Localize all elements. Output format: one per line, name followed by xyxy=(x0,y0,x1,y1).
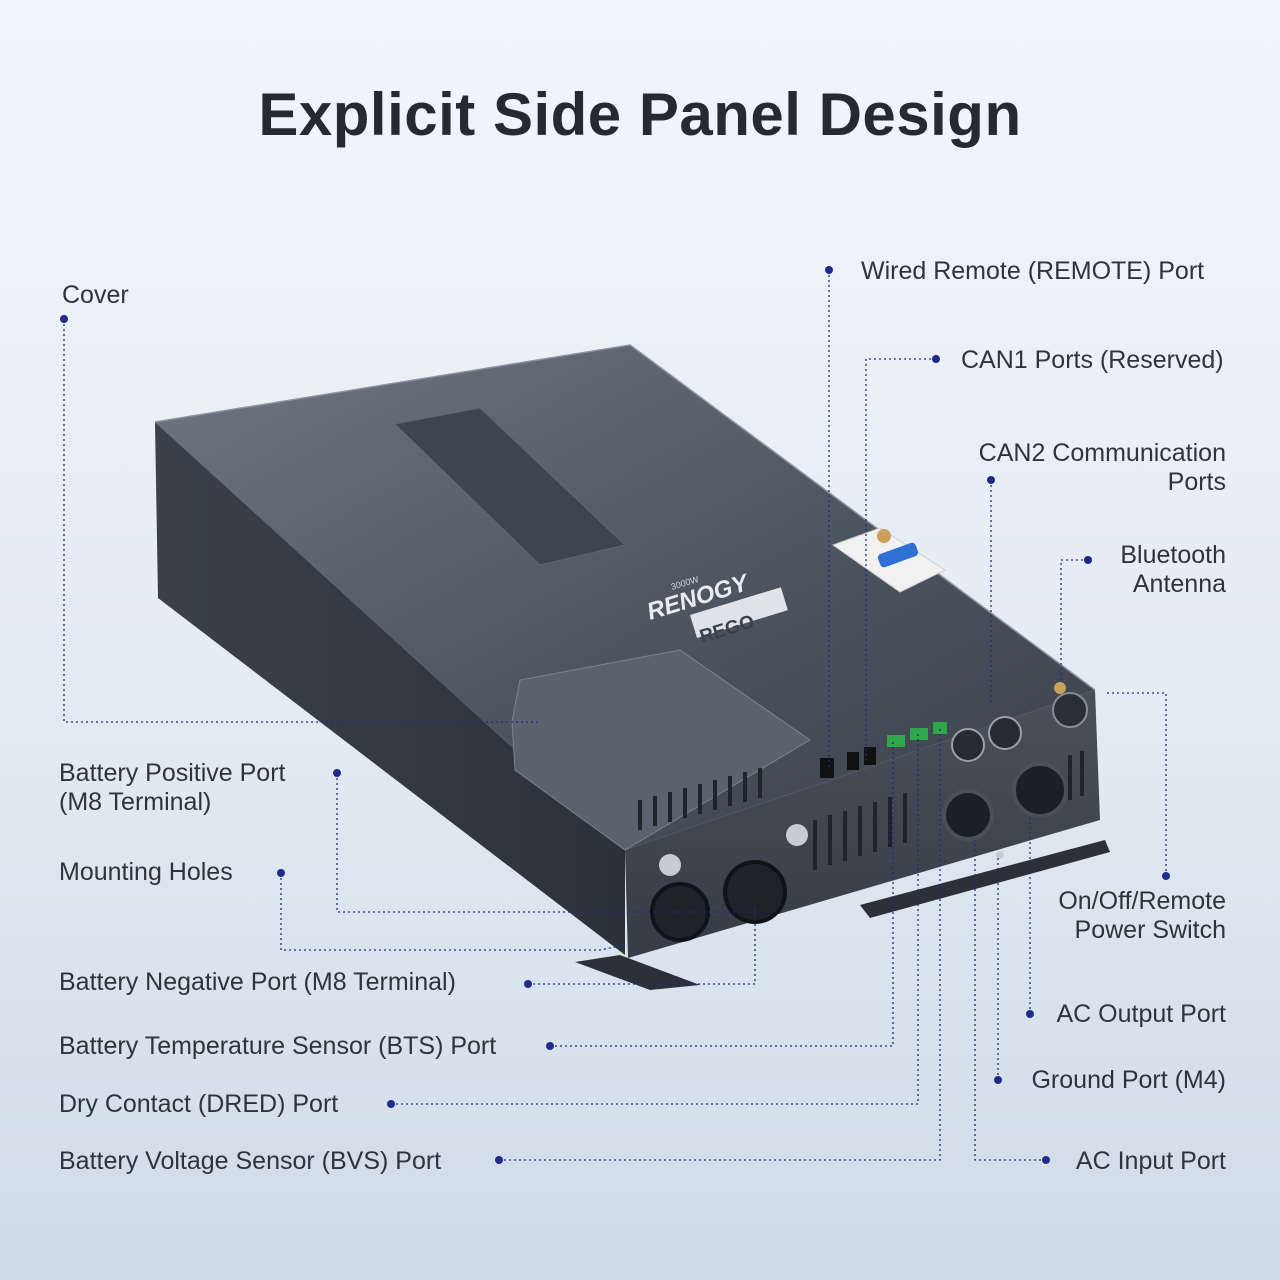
label-switch-1: On/Off/Remote xyxy=(1058,887,1226,915)
label-can2-1: CAN2 Communication xyxy=(978,439,1226,467)
power-switch-icon xyxy=(1052,692,1088,728)
vent-grille-right xyxy=(813,751,1084,870)
label-mounting: Mounting Holes xyxy=(59,858,233,886)
bluetooth-antenna-icon xyxy=(1054,682,1066,694)
leader-cover xyxy=(63,319,540,723)
terminal-bolt-pos-icon xyxy=(786,824,808,846)
leader-mounting xyxy=(280,873,626,951)
leader-bvs xyxy=(499,727,941,1161)
leader-switch xyxy=(1105,692,1167,876)
model-plate xyxy=(690,587,788,638)
can1-jack-a-icon xyxy=(847,752,859,770)
battery-positive-port-icon xyxy=(723,860,787,924)
leader-dred xyxy=(391,733,919,1105)
label-ground: Ground Port (M4) xyxy=(1031,1066,1226,1094)
info-panel xyxy=(393,407,627,566)
vent-grille-left xyxy=(638,768,762,830)
antenna-clip xyxy=(877,542,919,568)
top-surface xyxy=(155,345,1095,850)
bts-terminal-icon xyxy=(887,735,905,747)
callout-leaders xyxy=(63,270,1167,1161)
label-bat-neg: Battery Negative Port (M8 Terminal) xyxy=(59,968,456,996)
leader-ac-input xyxy=(974,840,1046,1161)
label-dred: Dry Contact (DRED) Port xyxy=(59,1090,339,1118)
leader-bluetooth xyxy=(1060,559,1088,680)
bvs-terminal-icon xyxy=(933,722,947,734)
leader-bat-pos xyxy=(336,773,756,913)
label-bat-pos-2: (M8 Terminal) xyxy=(59,788,212,816)
label-can2-2: Ports xyxy=(1167,468,1226,496)
label-bluetooth-2: Antenna xyxy=(1132,570,1226,598)
label-switch-2: Power Switch xyxy=(1074,916,1226,944)
callout-dots xyxy=(60,266,1170,1164)
ac-input-port-icon xyxy=(942,789,994,841)
dred-terminal-icon xyxy=(910,728,928,740)
mounting-foot-left xyxy=(575,955,700,990)
left-side xyxy=(155,422,625,955)
can2-port-b-icon xyxy=(988,716,1022,750)
label-bts: Battery Temperature Sensor (BTS) Port xyxy=(59,1032,497,1060)
cover-plate xyxy=(511,649,811,851)
inverter-body: RENOGY REGO 3000W xyxy=(154,344,1110,990)
ac-output-port-icon xyxy=(1012,762,1068,818)
label-remote: Wired Remote (REMOTE) Port xyxy=(861,257,1205,285)
can2-port-a-icon xyxy=(951,728,985,762)
mounting-foot-right xyxy=(860,840,1110,918)
page-title: Explicit Side Panel Design xyxy=(258,81,1022,148)
label-bluetooth-1: Bluetooth xyxy=(1120,541,1226,569)
label-ac-output: AC Output Port xyxy=(1056,1000,1226,1028)
label-can1: CAN1 Ports (Reserved) xyxy=(961,346,1224,374)
leader-bts xyxy=(550,740,894,1047)
label-bvs: Battery Voltage Sensor (BVS) Port xyxy=(59,1147,442,1175)
can1-jack-b-icon xyxy=(864,747,876,765)
label-bat-pos-1: Battery Positive Port xyxy=(59,759,286,787)
label-ac-input: AC Input Port xyxy=(1075,1147,1226,1175)
leader-can1 xyxy=(865,358,936,760)
ground-screw-icon xyxy=(996,851,1004,859)
antenna-base-icon xyxy=(877,529,891,543)
label-cover: Cover xyxy=(62,281,129,309)
remote-jack-icon xyxy=(820,758,834,778)
leader-bat-neg xyxy=(528,905,756,985)
terminal-bolt-neg-icon xyxy=(659,854,681,876)
